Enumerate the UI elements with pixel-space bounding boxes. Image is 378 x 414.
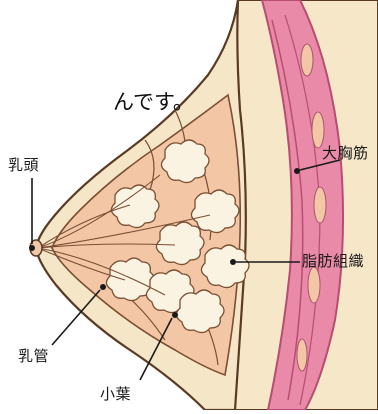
label-lobule: 小葉 [100, 383, 131, 404]
label-adipose-tissue: 脂肪組織 [302, 250, 364, 271]
label-milk-duct: 乳管 [18, 345, 49, 366]
partial-caption: んです。 [113, 86, 194, 116]
label-nipple: 乳頭 [8, 154, 39, 175]
label-pectoralis-major: 大胸筋 [322, 142, 369, 163]
